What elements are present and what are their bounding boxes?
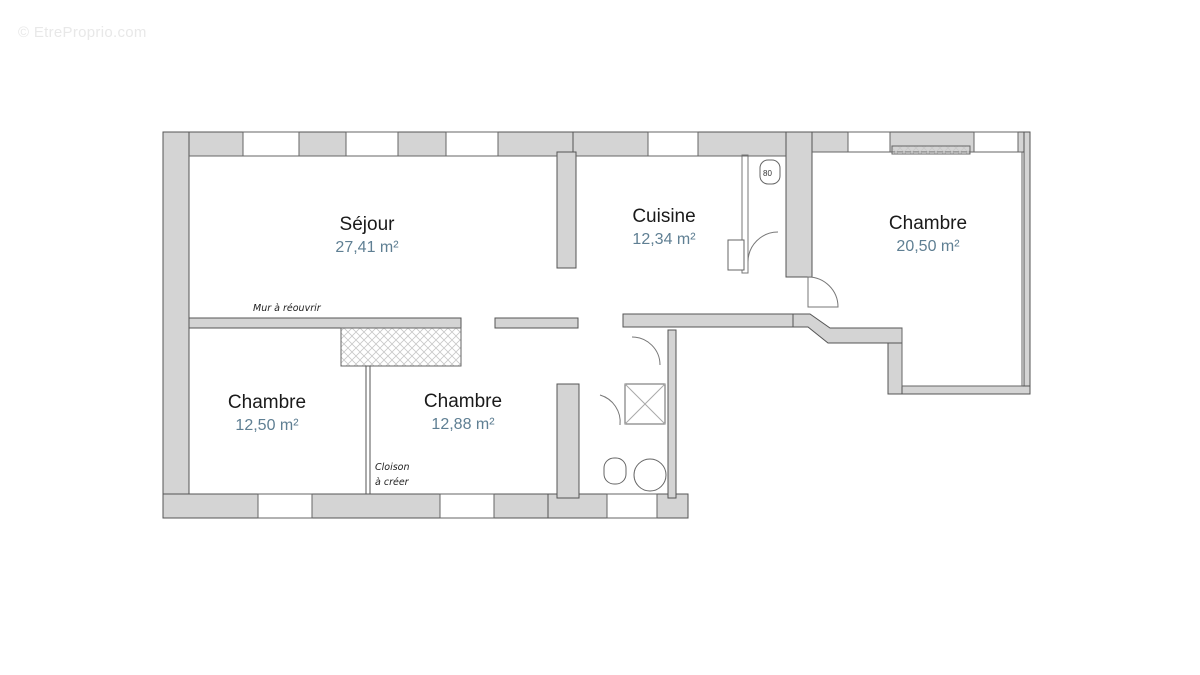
- room-area: 27,41 m²: [335, 239, 399, 256]
- wc-label: 80: [763, 169, 772, 178]
- room-name: Chambre: [888, 213, 968, 234]
- closet: [340, 327, 462, 367]
- room-chambre-left: Chambre 12,50 m²: [228, 391, 306, 437]
- room-name: Chambre: [227, 392, 307, 413]
- room-area: 12,88 m²: [431, 416, 495, 433]
- note-partition-line2: à créer: [375, 477, 409, 488]
- room-chambre-right: Chambre 20,50 m²: [889, 212, 967, 258]
- bathroom-fixtures: [603, 159, 781, 492]
- kitchen-sink: [727, 239, 745, 271]
- interior-walls: [188, 131, 903, 499]
- room-name: Cuisine: [632, 206, 696, 227]
- windows: [242, 131, 1019, 519]
- exterior-walls: [162, 131, 1031, 519]
- wc-kitchen: [759, 159, 781, 185]
- radiator: [891, 145, 971, 155]
- partition-to-create: [365, 365, 371, 495]
- note-partition-line1: Cloison: [375, 462, 410, 473]
- room-cuisine: Cuisine 12,34 m²: [632, 205, 695, 251]
- note-wall-reopen: Mur à réouvrir: [253, 303, 321, 314]
- doors: [599, 231, 839, 426]
- sink: [633, 458, 667, 492]
- room-name: Chambre: [423, 391, 503, 412]
- room-area: 12,34 m²: [632, 231, 696, 248]
- toilet: [603, 457, 627, 485]
- room-area: 12,50 m²: [235, 417, 299, 434]
- watermark: © EtreProprio.com: [18, 24, 147, 41]
- room-name: Séjour: [339, 214, 395, 235]
- room-chambre-middle: Chambre 12,88 m²: [424, 390, 502, 436]
- room-area: 20,50 m²: [896, 238, 960, 255]
- room-sejour: Séjour 27,41 m²: [335, 213, 398, 259]
